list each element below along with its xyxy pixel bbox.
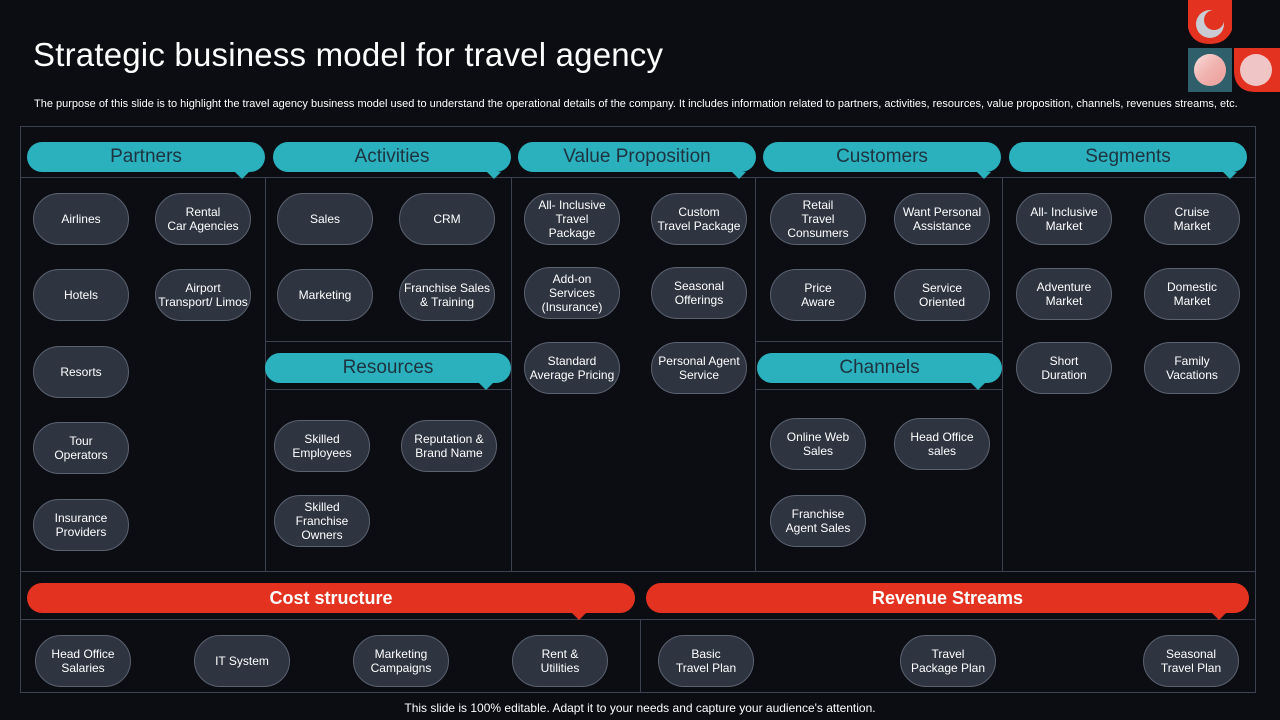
partner-item: Insurance Providers <box>33 499 129 551</box>
customer-item: Want Personal Assistance <box>894 193 990 245</box>
resources-header-label: Resources <box>342 357 434 378</box>
bottom-col-divider <box>640 619 641 692</box>
activities-header: Activities <box>273 142 511 179</box>
customers-channels-divider <box>755 341 1002 342</box>
segment-item: Family Vacations <box>1144 342 1240 394</box>
bottom-header-divider <box>20 619 1256 620</box>
partner-item: Hotels <box>33 269 129 321</box>
partner-item: Tour Operators <box>33 422 129 474</box>
resource-item: Reputation & Brand Name <box>401 420 497 472</box>
slide-description: The purpose of this slide is to highligh… <box>34 98 1238 110</box>
channels-header: Channels <box>757 353 1002 390</box>
segment-item: Cruise Market <box>1144 193 1240 245</box>
channels-header-label: Channels <box>839 357 920 378</box>
channels-header-divider <box>755 389 1002 390</box>
customer-item: Retail Travel Consumers <box>770 193 866 245</box>
activity-item: CRM <box>399 193 495 245</box>
cost-structure-header: Cost structure <box>27 583 635 620</box>
customers-header-label: Customers <box>836 146 928 167</box>
revenue-item: Seasonal Travel Plan <box>1143 635 1239 687</box>
page-title: Strategic business model for travel agen… <box>33 36 664 73</box>
value-proposition-header-label: Value Proposition <box>563 146 711 167</box>
cost-item: Head Office Salaries <box>35 635 131 687</box>
activity-item: Marketing <box>277 269 373 321</box>
channel-item: Head Office sales <box>894 418 990 470</box>
activities-resources-divider <box>265 341 511 342</box>
resource-item: Skilled Employees <box>274 420 370 472</box>
segment-item: Adventure Market <box>1016 268 1112 320</box>
value-proposition-header: Value Proposition <box>518 142 756 179</box>
customer-item: Service Oriented <box>894 269 990 321</box>
value-proposition-item: Standard Average Pricing <box>524 342 620 394</box>
frame-left <box>20 126 21 692</box>
partner-item: Airlines <box>33 193 129 245</box>
channel-item: Online Web Sales <box>770 418 866 470</box>
cost-structure-header-label: Cost structure <box>269 587 393 608</box>
resources-header-divider <box>265 389 511 390</box>
col-divider-4 <box>1002 177 1003 571</box>
revenue-streams-header: Revenue Streams <box>646 583 1249 620</box>
cost-item: IT System <box>194 635 290 687</box>
revenue-item: Travel Package Plan <box>900 635 996 687</box>
activity-item: Sales <box>277 193 373 245</box>
partners-header-label: Partners <box>110 146 182 167</box>
partner-item: Rental Car Agencies <box>155 193 251 245</box>
frame-right <box>1255 126 1256 692</box>
frame-bottom <box>20 692 1256 693</box>
partners-header: Partners <box>27 142 265 179</box>
value-proposition-item: All- Inclusive Travel Package <box>524 193 620 245</box>
segment-item: Short Duration <box>1016 342 1112 394</box>
revenue-item: Basic Travel Plan <box>658 635 754 687</box>
col-divider-3 <box>755 177 756 571</box>
partner-item: Resorts <box>33 346 129 398</box>
segments-header-label: Segments <box>1085 146 1171 167</box>
channel-item: Franchise Agent Sales <box>770 495 866 547</box>
footer-note: This slide is 100% editable. Adapt it to… <box>404 701 876 715</box>
middle-divider <box>20 571 1256 572</box>
segments-header: Segments <box>1009 142 1247 179</box>
customer-item: Price Aware <box>770 269 866 321</box>
revenue-streams-header-label: Revenue Streams <box>871 587 1024 608</box>
value-proposition-item: Add-on Services (Insurance) <box>524 267 620 319</box>
resource-item: Skilled Franchise Owners <box>274 495 370 547</box>
cost-item: Marketing Campaigns <box>353 635 449 687</box>
value-proposition-item: Seasonal Offerings <box>651 267 747 319</box>
value-proposition-item: Personal Agent Service <box>651 342 747 394</box>
cost-item: Rent & Utilities <box>512 635 608 687</box>
col-divider-2 <box>511 177 512 571</box>
frame-top <box>20 126 1256 127</box>
segment-item: All- Inclusive Market <box>1016 193 1112 245</box>
segment-item: Domestic Market <box>1144 268 1240 320</box>
header-row-divider <box>20 177 1256 178</box>
partner-item: Airport Transport/ Limos <box>155 269 251 321</box>
resources-header: Resources <box>265 353 511 390</box>
brand-logo-icon <box>1186 0 1280 94</box>
activities-header-label: Activities <box>354 146 430 167</box>
activity-item: Franchise Sales & Training <box>399 269 495 321</box>
customers-header: Customers <box>763 142 1001 179</box>
value-proposition-item: Custom Travel Package <box>651 193 747 245</box>
